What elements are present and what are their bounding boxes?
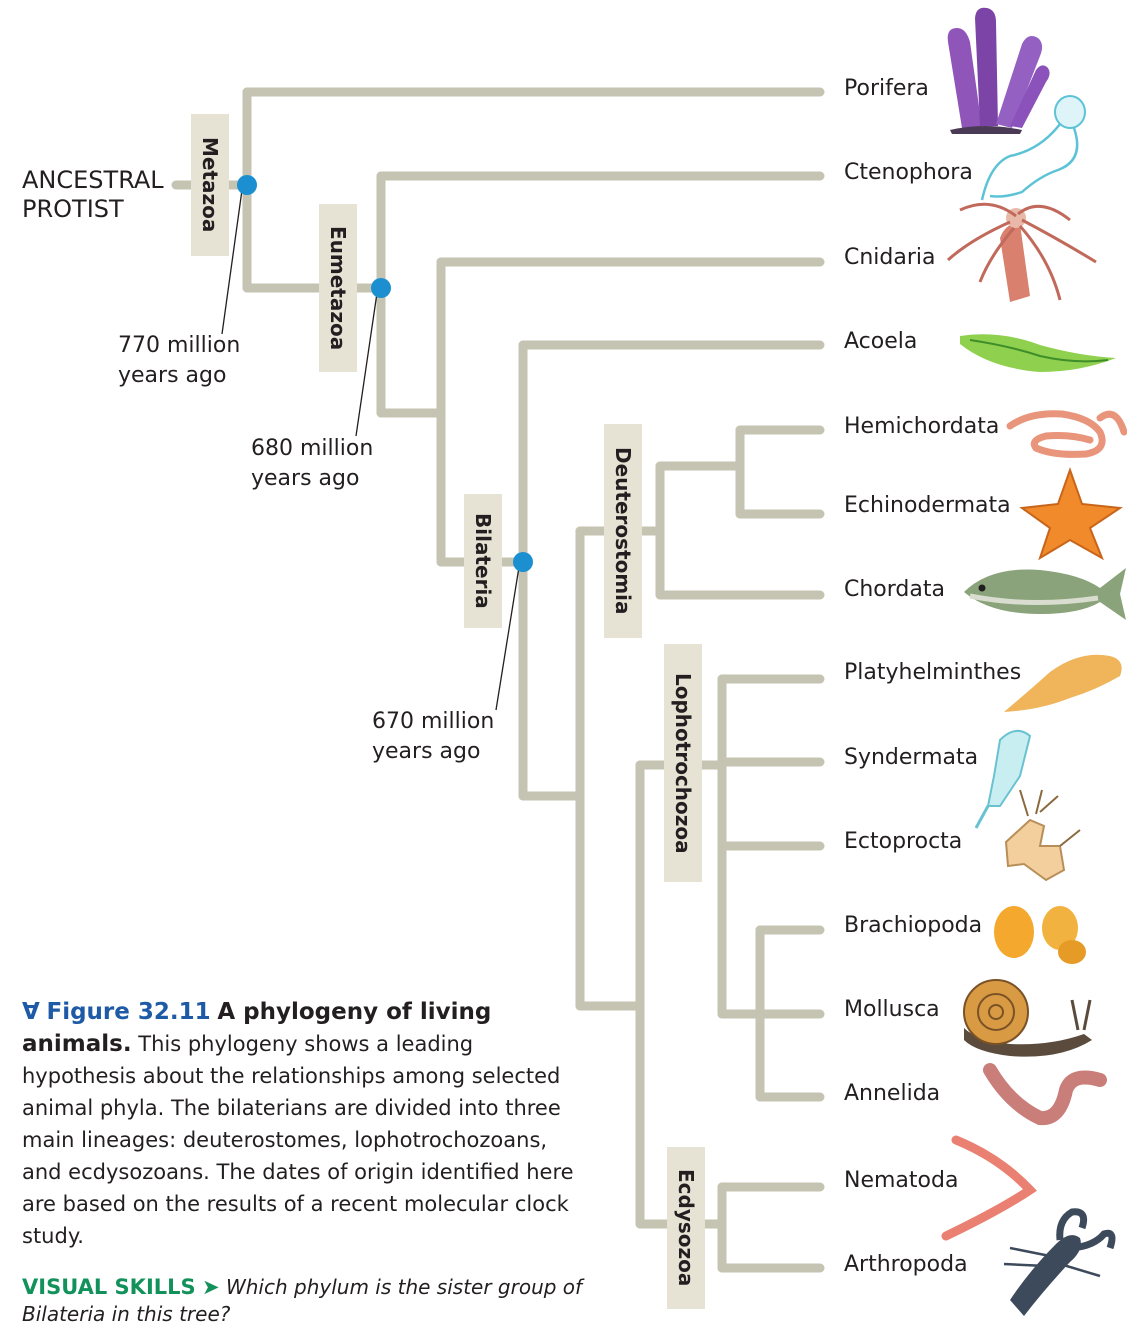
taxon-arthropoda: Arthropoda [844,1252,968,1278]
snail-icon [964,980,1092,1057]
fish-icon [964,568,1126,620]
bryozoan-icon [1006,790,1080,880]
clade-name-bilateria: Bilateria [471,513,495,609]
lampshell-icon [994,906,1086,964]
sea-star-icon [1022,470,1120,558]
date-label-metazoa: 770 million years ago [118,331,240,391]
bilateria-node-dot [513,552,533,572]
clade-label-bilateria: Bilateria [464,494,502,628]
taxon-porifera: Porifera [844,76,929,102]
clade-name-deuterostomia: Deuterostomia [611,447,635,615]
taxon-ectoprocta: Ectoprocta [844,829,962,855]
rotifer-icon [976,731,1030,828]
taxon-cnidaria: Cnidaria [844,245,936,271]
visual-skills-question: VISUAL SKILLS ➤ Which phylum is the sist… [22,1274,622,1328]
taxon-syndermata: Syndermata [844,745,978,771]
taxon-platyhelminthes: Platyhelminthes [844,660,1021,686]
metazoa-node-dot [237,175,257,195]
clade-label-metazoa: Metazoa [191,114,229,256]
visual-skills-label: VISUAL SKILLS [22,1275,196,1299]
clade-name-eumetazoa: Eumetazoa [326,226,350,350]
date-label-eumetazoa: 680 million years ago [251,434,373,494]
earthworm-icon [990,1070,1100,1118]
taxon-brachiopoda: Brachiopoda [844,913,982,939]
date-eumetazoa-line-2: years ago [251,464,373,494]
clade-label-deuterostomia: Deuterostomia [604,424,642,638]
date-label-bilateria: 670 million years ago [372,707,494,767]
taxon-mollusca: Mollusca [844,997,940,1023]
roundworm-icon [946,1140,1030,1236]
figure-caption: Ɐ Figure 32.11 A phylogeny of living ani… [22,996,582,1252]
root-label: ANCESTRAL PROTIST [22,166,164,224]
clade-label-lophotrochozoa: Lophotrochozoa [664,644,702,882]
flatworm-green-icon [960,334,1116,372]
date-bilateria-line-1: 670 million [372,707,494,737]
clade-name-metazoa: Metazoa [198,137,222,232]
clade-name-ecdysozoa: Ecdysozoa [674,1169,698,1286]
taxon-echinodermata: Echinodermata [844,493,1011,519]
figure-number: Figure 32.11 [47,999,211,1025]
lobster-icon [1004,1212,1112,1316]
taxon-annelida: Annelida [844,1081,940,1107]
date-metazoa-line-2: years ago [118,361,240,391]
flatworm-icon [1004,655,1122,712]
taxon-ctenophora: Ctenophora [844,160,973,186]
sponge-icon [948,8,1050,134]
taxon-hemichordata: Hemichordata [844,414,999,440]
eumetazoa-node-dot [371,278,391,298]
date-eumetazoa-line-1: 680 million [251,434,373,464]
date-metazoa-line-1: 770 million [118,331,240,361]
clade-label-ecdysozoa: Ecdysozoa [667,1147,705,1309]
figure-caption-body: This phylogeny shows a leading hypothesi… [22,1032,574,1248]
visual-skills-arrow-icon: ➤ [202,1275,220,1299]
taxon-acoela: Acoela [844,329,917,355]
clade-label-eumetazoa: Eumetazoa [319,204,357,372]
taxon-nematoda: Nematoda [844,1168,958,1194]
figure-marker-icon: Ɐ [22,999,40,1025]
root-label-line-1: ANCESTRAL [22,166,164,195]
hydra-icon [948,204,1096,302]
clade-name-lophotrochozoa: Lophotrochozoa [671,673,695,854]
taxon-chordata: Chordata [844,577,945,603]
date-bilateria-line-2: years ago [372,737,494,767]
root-label-line-2: PROTIST [22,195,164,224]
acorn-worm-icon [1010,414,1124,455]
eumetazoa-leader-line [356,293,377,436]
